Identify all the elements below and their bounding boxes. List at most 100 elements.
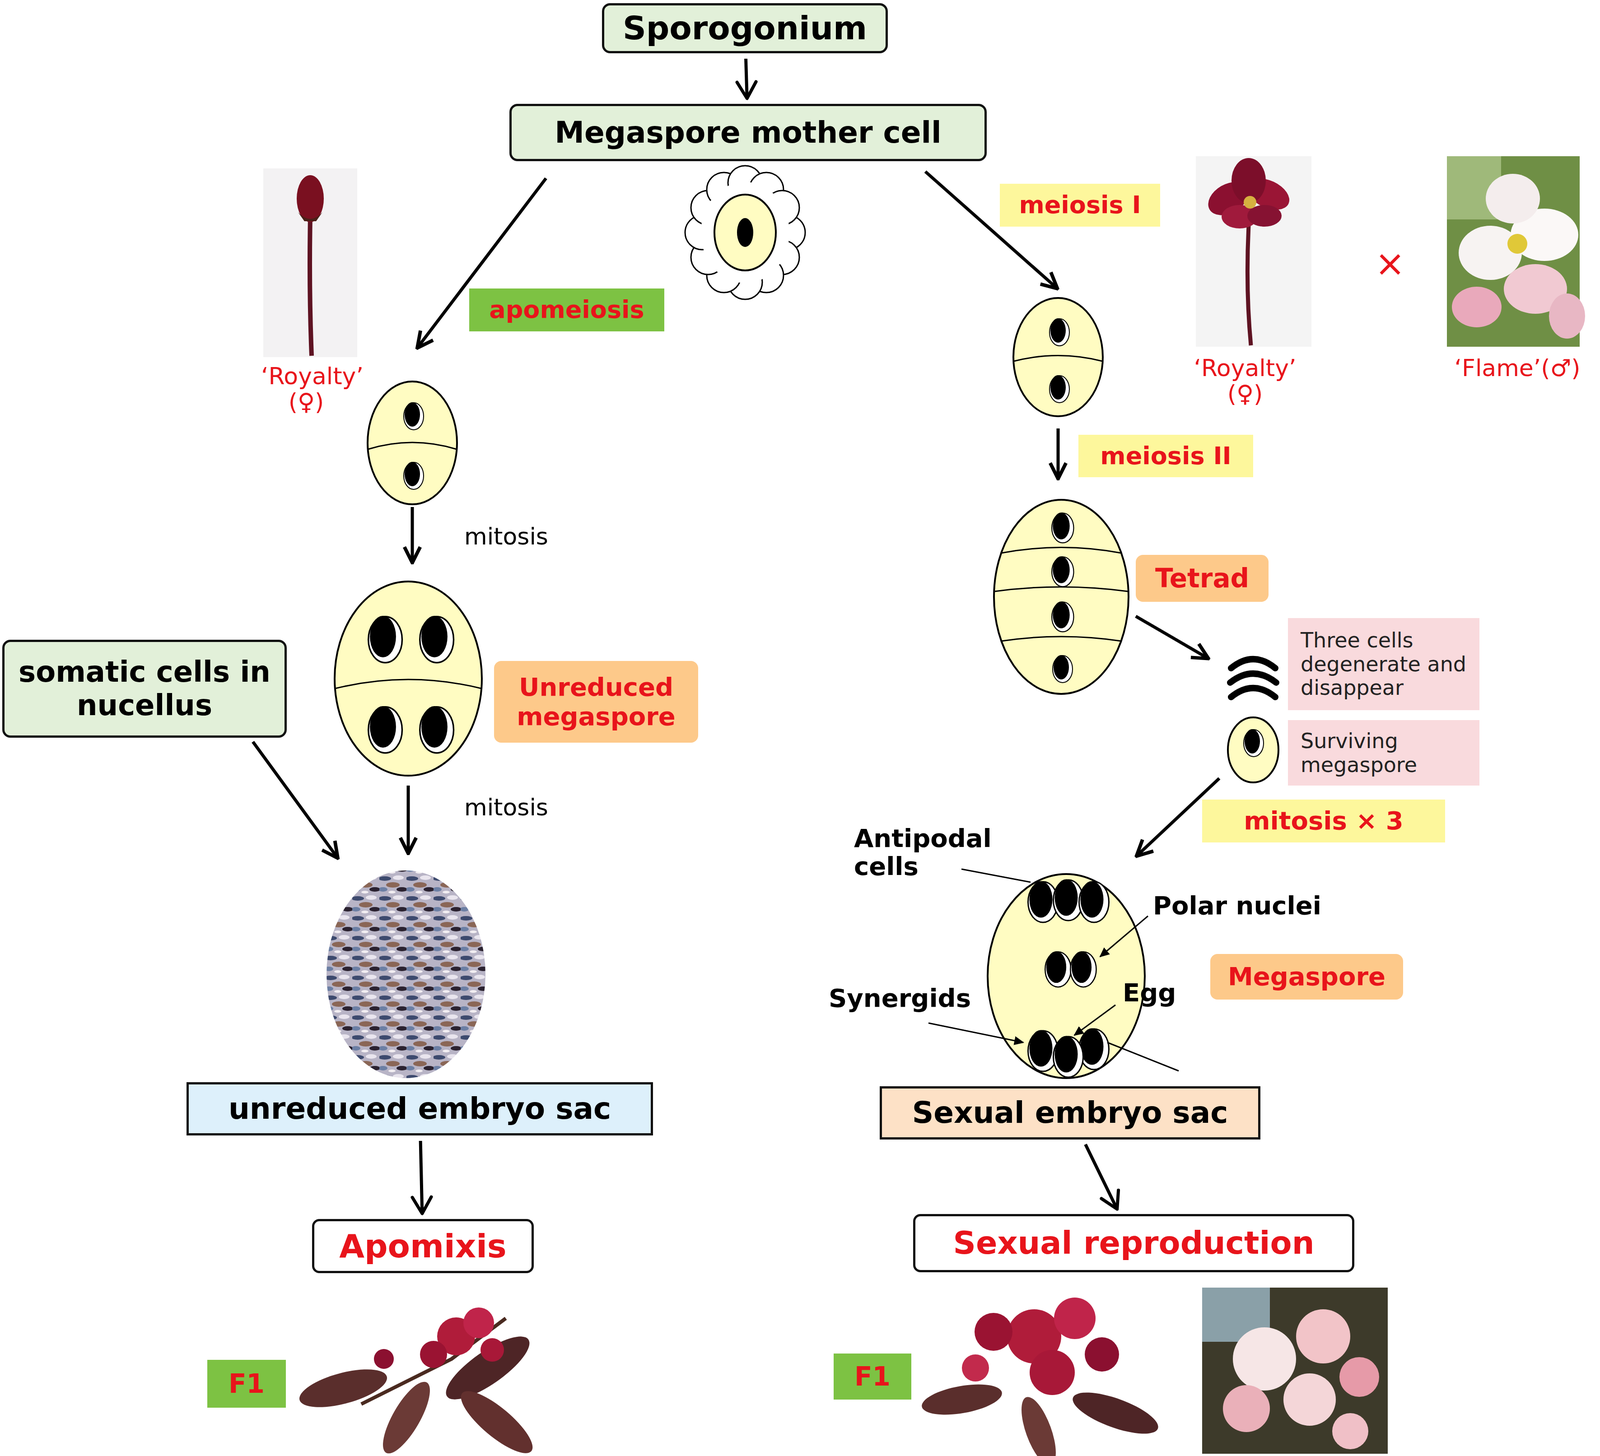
bud-photo (263, 168, 358, 358)
tag-box: apomeiosis (469, 288, 665, 332)
arrow-head (412, 1197, 432, 1214)
step-box: mitosis × 3 (1202, 799, 1446, 843)
surviving-cell (1227, 717, 1279, 783)
mother-cell (700, 181, 790, 284)
royalty-flower-photo (1195, 156, 1312, 347)
plant-label: ‘Royalty’ (♀) (1190, 355, 1300, 407)
note-box: Three cells degenerate and disappear (1287, 618, 1480, 711)
dyad-cell (367, 381, 458, 505)
f1-apomictic-photo (419, 1341, 448, 1369)
dyad-cell (367, 381, 458, 505)
box-text: mitosis × 3 (1243, 806, 1404, 836)
unreduced-megaspore-cell (334, 581, 482, 776)
f1-apomictic-photo (480, 1338, 504, 1363)
flow-arrows (410, 507, 415, 562)
unreduced-megaspore-cell (419, 706, 454, 754)
leader-lines (928, 1023, 1024, 1043)
f1-sexual-red-photo (1068, 1384, 1163, 1443)
royalty-flower-photo (1247, 225, 1251, 346)
tetrad-cell (994, 547, 1129, 642)
plant-label: ‘Flame’(♂) (1451, 355, 1583, 382)
mother-cell (685, 165, 806, 300)
mother-cell (714, 194, 776, 271)
f1-sexual-red-photo (919, 1379, 1005, 1421)
part-label: Synergids (828, 984, 992, 1013)
royalty-flower-photo (1247, 205, 1282, 227)
dyad-cell (1013, 355, 1103, 362)
tag-box: F1 (833, 1353, 912, 1400)
flow-arrows (406, 785, 411, 853)
result-box: Sexual embryo sac (879, 1086, 1261, 1140)
flame-flower-photo (1485, 173, 1540, 224)
f1-sexual-red-photo (1084, 1337, 1120, 1372)
box-text: Tetrad (1155, 563, 1250, 594)
tag-box: F1 (207, 1360, 286, 1409)
part-label: Egg (1122, 979, 1213, 1008)
box-text: Megaspore mother cell (554, 115, 942, 150)
stage-box: Megaspore (1210, 954, 1404, 1000)
stage-box: Tetrad (1135, 555, 1269, 602)
box-text: F1 (228, 1369, 265, 1400)
f1-sexual-red-photo (1029, 1350, 1075, 1396)
part-label: Antipodal cells (853, 824, 1026, 881)
step-label: mitosis (464, 794, 582, 821)
cross-symbol: × (1371, 243, 1409, 284)
f1-apomictic-photo (374, 1376, 439, 1456)
box-text: Megaspore (1227, 962, 1386, 992)
tetrad-cell (993, 499, 1129, 695)
unreduced-megaspore-cell (419, 615, 454, 663)
degenerating-cells (1231, 659, 1276, 669)
f1-sexual-red-photo (974, 1313, 1013, 1352)
box-text: Apomixis (339, 1227, 507, 1266)
flow-arrows (1135, 616, 1208, 658)
tetrad-cell (1052, 655, 1073, 683)
royalty-flower-photo (1195, 156, 1312, 347)
flame-flower-photo (1548, 293, 1586, 339)
dyad-cell (1049, 318, 1070, 346)
connector-line (746, 58, 748, 99)
dyad-cell (403, 461, 424, 490)
f1-apomictic-photo (295, 1307, 542, 1456)
box-text: Unreduced megaspore (494, 672, 699, 732)
flow-arrows (1056, 428, 1060, 478)
embryo-sac-cell (1070, 951, 1097, 988)
royalty-flower-photo (1243, 195, 1257, 209)
tetrad-cell (1001, 547, 1122, 554)
part-label: Polar nuclei (1152, 891, 1343, 920)
box-text: Sporogonium (622, 9, 868, 47)
box-text: meiosis II (1100, 442, 1232, 471)
arrow-head (1101, 1190, 1119, 1210)
arrow-connector (412, 1141, 432, 1214)
result-box: unreduced embryo sac (186, 1082, 654, 1136)
tetrad-cell (1051, 512, 1074, 543)
embryo-sac-cell (1079, 881, 1110, 924)
unreduced-megaspore-cell (335, 679, 482, 689)
stage-box: Unreduced megaspore (494, 661, 699, 743)
leader-lines (1100, 916, 1148, 957)
surviving-cell (1243, 729, 1264, 757)
bud-photo (263, 168, 358, 358)
process-box: Megaspore mother cell (509, 103, 987, 162)
unreduced-megaspore-cell (334, 581, 482, 776)
mother-cell (737, 218, 754, 248)
f1-sexual-red-photo (961, 1354, 989, 1382)
outcome-box: Apomixis (312, 1219, 534, 1274)
dyad-cell (1049, 375, 1070, 403)
f1-sexual-pink-photo (1296, 1309, 1351, 1364)
nucellus-tissue (326, 870, 486, 1079)
arrow-connector (737, 58, 756, 99)
plant-label: ‘Royalty’ (♀) (261, 363, 352, 416)
f1-sexual-pink-photo (1222, 1385, 1270, 1433)
tetrad-cell (1051, 556, 1074, 587)
tetrad-cell (1051, 601, 1074, 632)
step-box: meiosis I (999, 183, 1161, 227)
nucellus-tissue (326, 870, 486, 1079)
leader-lines (1107, 1042, 1179, 1072)
box-text: Sexual embryo sac (912, 1096, 1229, 1131)
bud-photo (296, 175, 324, 223)
embryo-sac-cell (1053, 1036, 1084, 1078)
note-box: Surviving megaspore (1287, 720, 1480, 786)
tetrad-cell (1001, 636, 1122, 642)
bud-photo (298, 212, 323, 222)
degenerating-cells (1231, 688, 1276, 698)
